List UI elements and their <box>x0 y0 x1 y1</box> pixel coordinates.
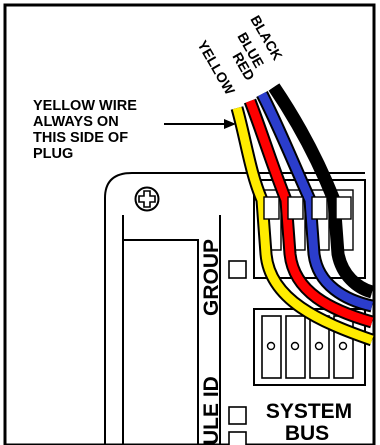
module-id-indicator-square-2 <box>228 431 247 445</box>
group-indicator-square <box>228 260 247 279</box>
callout-arrowhead <box>224 119 236 129</box>
outer-frame <box>3 3 376 445</box>
wire-black <box>270 84 374 297</box>
callout-line-1: YELLOW WIRE <box>33 98 137 114</box>
group-label: GROUP <box>200 239 223 316</box>
yellow-wire-callout: YELLOW WIRE ALWAYS ON THIS SIDE OF PLUG <box>33 98 236 162</box>
module-id-label: ULE ID <box>200 376 223 445</box>
wire-red <box>245 99 374 327</box>
plug-clips <box>263 196 352 220</box>
phillips-screw-icon <box>134 186 160 212</box>
callout-line-2: ALWAYS ON <box>33 114 119 130</box>
system-bus-label-line2: BUS <box>285 422 329 445</box>
callout-line-4: PLUG <box>33 146 73 162</box>
module-id-indicator-square <box>228 406 247 425</box>
wire-label-yellow: YELLOW <box>194 38 238 99</box>
wire-yellow <box>232 106 374 345</box>
callout-line-3: THIS SIDE OF <box>33 130 128 146</box>
wire-bundle <box>230 83 375 347</box>
wire-blue <box>258 91 374 311</box>
device-housing <box>104 172 365 445</box>
system-bus-label-line1: SYSTEM <box>266 400 352 423</box>
